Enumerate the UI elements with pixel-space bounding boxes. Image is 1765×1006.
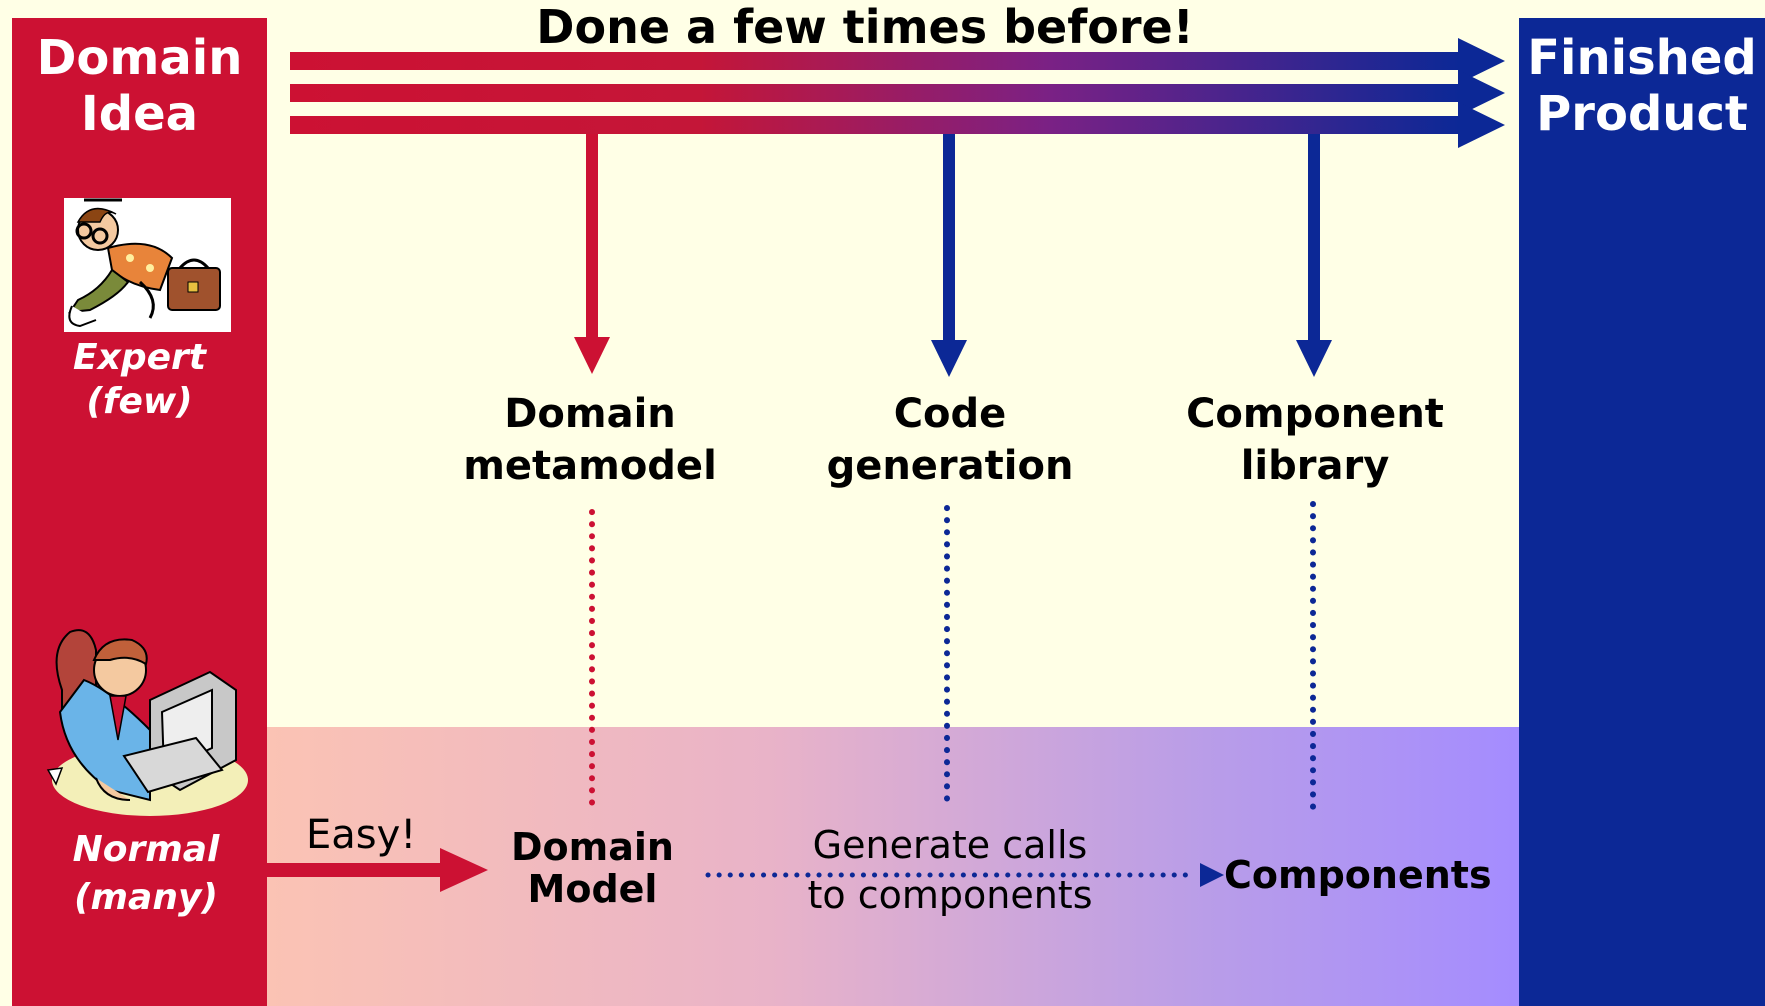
finished-product-column <box>1519 18 1765 1006</box>
running-man-with-briefcase-icon <box>64 198 231 332</box>
finished-product-line1: Finished <box>1527 30 1757 86</box>
expert-label-line2: (few) <box>86 381 193 422</box>
finished-product-line2: Product <box>1536 86 1748 142</box>
down-arrow-library-head <box>1296 340 1332 377</box>
generate-calls-line1: Generate calls <box>812 823 1088 867</box>
normal-label-line1: Normal <box>72 829 220 870</box>
components-label: Components <box>1224 853 1492 897</box>
down-arrow-codegen-shaft <box>943 134 955 342</box>
easy-arrow-shaft <box>267 863 442 877</box>
codegen-label-line2: generation <box>826 443 1074 489</box>
top-arrow-shaft-3 <box>290 116 1460 134</box>
header-title: Done a few times before! <box>536 0 1194 54</box>
library-label-line2: library <box>1240 443 1390 489</box>
top-arrow-head-3 <box>1458 102 1505 148</box>
down-arrow-codegen-head <box>931 340 967 377</box>
easy-arrow-head <box>440 848 488 892</box>
domain-model-line1: Domain <box>511 825 674 869</box>
easy-label: Easy! <box>306 812 417 858</box>
domain-idea-line1: Domain <box>36 30 243 86</box>
down-arrow-metamodel-head <box>574 337 610 374</box>
expert-label-line1: Expert <box>73 337 206 378</box>
down-arrow-library-shaft <box>1308 134 1320 342</box>
domain-model-line2: Model <box>527 867 658 911</box>
domain-idea-column <box>12 18 267 1006</box>
dotted-arrow-generate-head <box>1200 863 1224 887</box>
normal-label-line2: (many) <box>74 877 218 918</box>
top-arrows <box>290 38 1505 148</box>
top-arrow-shaft-2 <box>290 84 1460 102</box>
domain-idea-line2: Idea <box>80 86 199 142</box>
top-arrow-head-2 <box>1458 70 1505 116</box>
library-label-line1: Component <box>1186 391 1444 437</box>
metamodel-label-line2: metamodel <box>463 443 717 489</box>
generate-calls-line2: to components <box>807 873 1093 917</box>
man-at-computer-icon <box>46 629 248 816</box>
metamodel-label-line1: Domain <box>504 391 676 437</box>
codegen-label-line1: Code <box>893 391 1007 437</box>
top-arrow-shaft-1 <box>290 52 1460 70</box>
down-arrow-metamodel-shaft <box>586 134 598 339</box>
top-arrow-head-1 <box>1458 38 1505 84</box>
